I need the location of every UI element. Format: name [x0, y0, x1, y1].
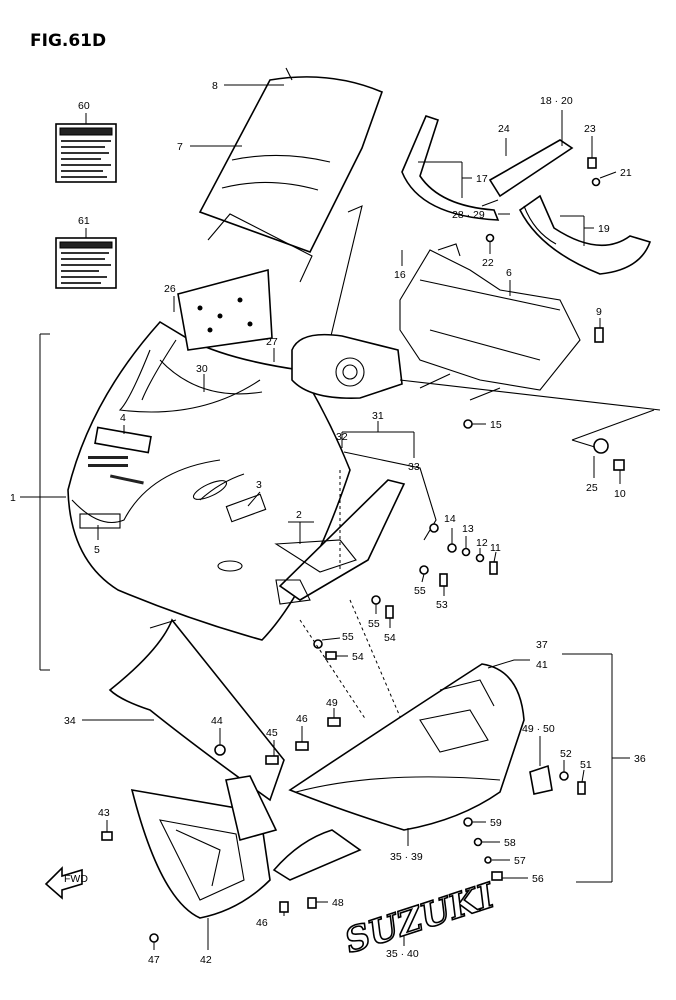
callout-36: 36	[634, 753, 646, 765]
forward-arrow-icon: FWD	[44, 866, 88, 900]
inner-panel-bracket	[177, 268, 273, 351]
callout-31: 31	[372, 410, 384, 422]
callout-4: 4	[120, 412, 126, 424]
callout-3: 3	[256, 479, 262, 491]
callout-37: 37	[536, 639, 548, 651]
callout-43: 43	[98, 807, 110, 819]
callout-2: 2	[296, 509, 302, 521]
callout-54a: 54	[384, 632, 396, 644]
forward-arrow-label: FWD	[64, 873, 88, 885]
callout-51: 51	[580, 759, 592, 771]
callout-22: 22	[482, 257, 494, 269]
caution-label-60	[55, 123, 117, 183]
mirror-bracket-right	[488, 139, 652, 275]
callout-1: 1	[10, 492, 16, 504]
callout-25: 25	[586, 482, 598, 494]
callout-55b: 55	[368, 618, 380, 630]
callout-19: 19	[598, 223, 610, 235]
callout-55a: 55	[414, 585, 426, 597]
callout-27: 27	[266, 336, 278, 348]
callout-23: 23	[584, 123, 596, 135]
suzuki-lettering: SUZUKI	[340, 876, 500, 962]
callout-17: 17	[476, 173, 488, 185]
callout-35-39: 35 · 39	[390, 851, 423, 863]
windscreen	[198, 67, 384, 253]
lower-side-panel	[130, 775, 278, 919]
callout-57: 57	[514, 855, 526, 867]
callout-35-40: 35 · 40	[386, 948, 419, 960]
callout-61: 61	[78, 215, 90, 227]
callout-7: 7	[177, 141, 183, 153]
mirror-bracket-left	[401, 115, 500, 221]
suzuki-decal: SUZUKI	[339, 875, 501, 963]
callout-47: 47	[148, 954, 160, 966]
callout-60: 60	[78, 100, 90, 112]
callout-28-29: 28 · 29	[452, 209, 485, 221]
callout-30: 30	[196, 363, 208, 375]
callout-49: 49	[326, 697, 338, 709]
callout-15: 15	[490, 419, 502, 431]
callout-13: 13	[462, 523, 474, 535]
cowl-stay-frame	[399, 243, 661, 411]
figure-title: FIG.61D	[30, 31, 106, 51]
callout-18-20: 18 · 20	[540, 95, 573, 107]
callout-59: 59	[490, 817, 502, 829]
callout-34: 34	[64, 715, 76, 727]
headlight-unit	[291, 333, 403, 399]
callout-46a: 46	[296, 713, 308, 725]
callout-49-50: 49 · 50	[522, 723, 555, 735]
callout-6: 6	[506, 267, 512, 279]
callout-12: 12	[476, 537, 488, 549]
callout-42: 42	[200, 954, 212, 966]
upper-cowl	[67, 320, 351, 641]
callout-52: 52	[560, 748, 572, 760]
callout-55c: 55	[342, 631, 354, 643]
callout-46b: 46	[256, 917, 268, 929]
under-cowl-left	[108, 618, 285, 802]
callout-8: 8	[212, 80, 218, 92]
callout-41: 41	[536, 659, 548, 671]
callout-5: 5	[94, 544, 100, 556]
callout-26: 26	[164, 283, 176, 295]
callout-58: 58	[504, 837, 516, 849]
callout-56: 56	[532, 873, 544, 885]
callout-48: 48	[332, 897, 344, 909]
callout-44: 44	[211, 715, 223, 727]
callout-10: 10	[614, 488, 626, 500]
callout-45: 45	[266, 727, 278, 739]
callout-24: 24	[498, 123, 510, 135]
callout-21: 21	[620, 167, 632, 179]
callout-14: 14	[444, 513, 456, 525]
callout-53: 53	[436, 599, 448, 611]
caution-label-61	[55, 237, 117, 289]
under-cowl-right	[272, 663, 525, 881]
callout-54b: 54	[352, 651, 364, 663]
callout-9: 9	[596, 306, 602, 318]
callout-32: 32	[336, 431, 348, 443]
callout-11: 11	[490, 542, 501, 554]
callout-16: 16	[394, 269, 406, 281]
